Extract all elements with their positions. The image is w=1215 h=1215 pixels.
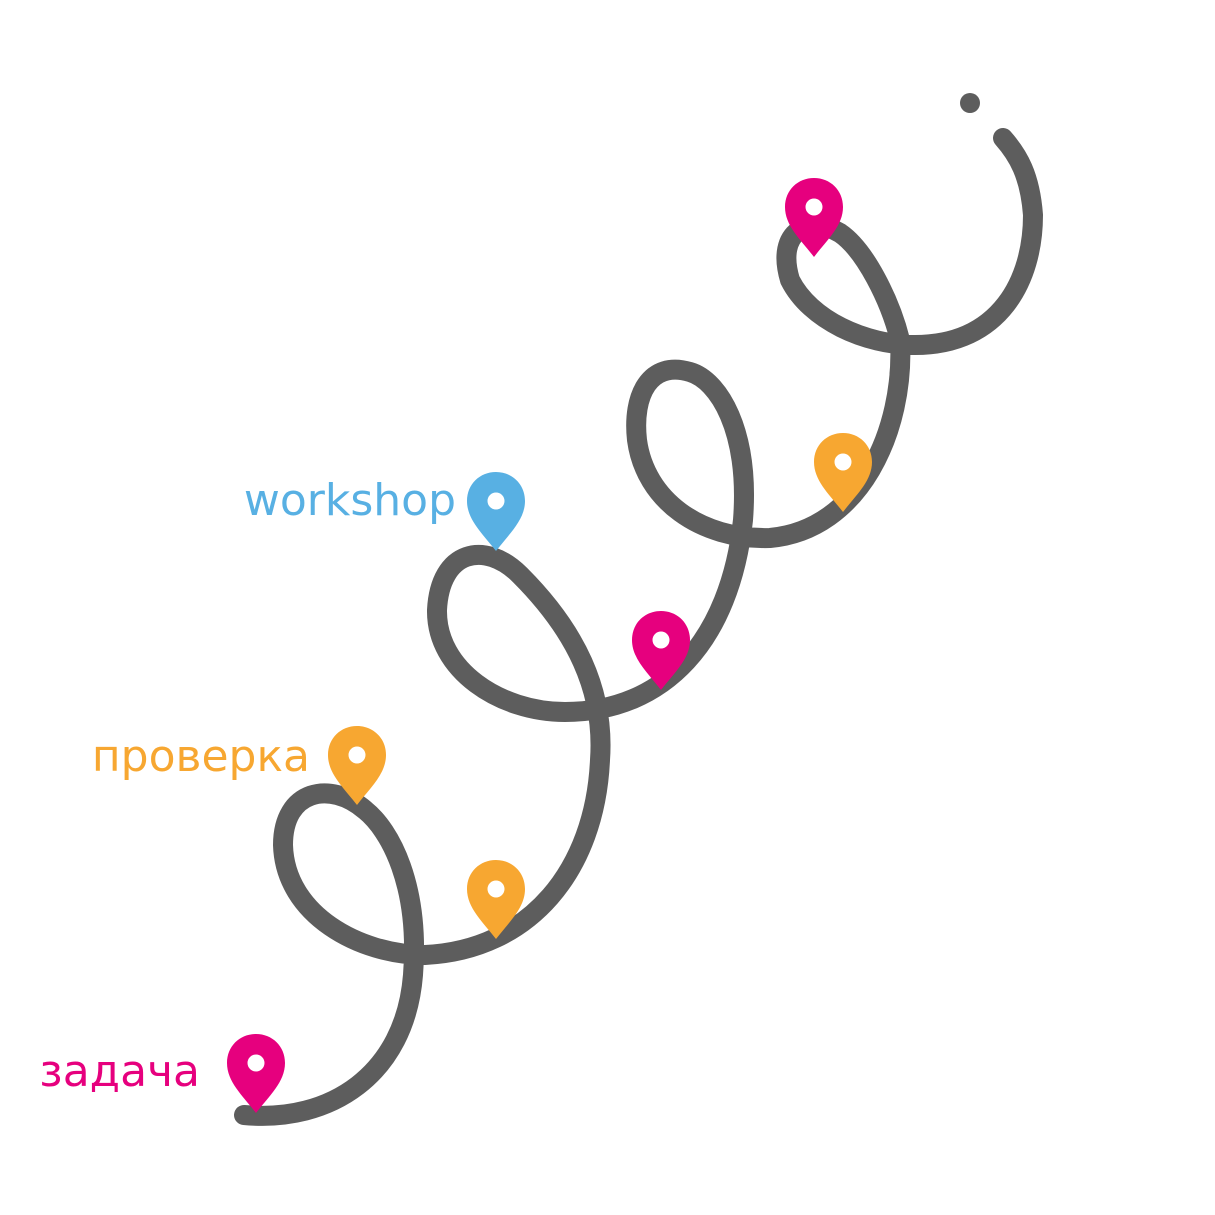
route-line xyxy=(234,128,1043,1126)
label-task: задача xyxy=(39,1046,200,1097)
map-pin-icon xyxy=(467,472,525,551)
label-workshop: workshop xyxy=(244,475,456,526)
map-pin-icon xyxy=(227,1034,285,1113)
map-pin-icon xyxy=(814,433,872,512)
label-check: проверка xyxy=(92,731,310,782)
end-dot xyxy=(960,93,980,113)
